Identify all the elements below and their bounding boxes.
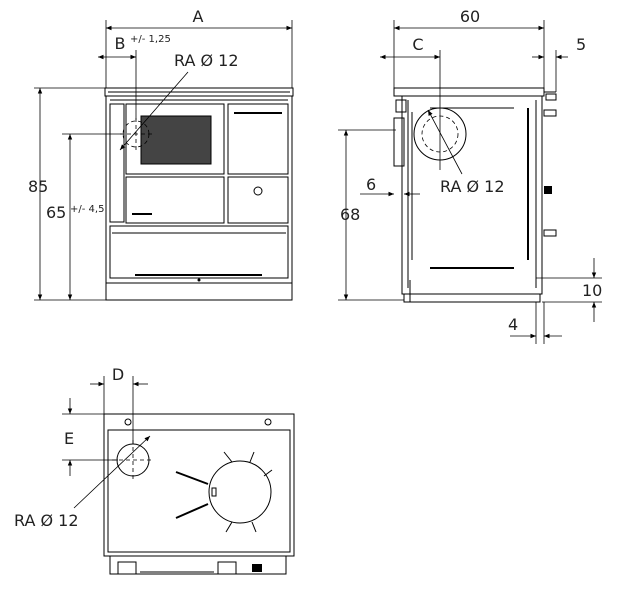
top-hotplate [208,460,272,524]
dim-d-label: D [112,365,124,384]
side-rail-top [545,93,557,101]
front-vent-label: RA Ø 12 [174,51,239,70]
dim-a-label: A [193,7,204,26]
front-door-window [140,115,212,165]
dim-c-label: C [412,35,423,54]
dim-e-label: E [64,429,74,448]
side-depth-label: 60 [460,7,480,26]
dim-b-label: B [115,34,126,53]
side-flue-pipe [393,117,405,167]
front-height-tolerance: +/- 4,5 [70,204,104,215]
front-oven-door [227,103,289,175]
side-offset-side: 6 [366,175,376,194]
side-view: 60 C 5 RA Ø 12 6 68 10 4 [338,7,602,344]
side-plinth [403,293,541,303]
front-side-panel [109,103,125,223]
front-knob [253,186,263,196]
front-storage-drawer [109,225,289,279]
side-vent-label: RA Ø 12 [440,177,505,196]
front-height-connection: 65 [46,203,66,222]
top-base [109,555,287,575]
dim-b-tolerance: +/- 1,25 [130,34,171,45]
front-ash-drawer [125,176,225,224]
front-firebox-door [125,103,225,175]
side-height-connection: 68 [340,205,360,224]
front-body [105,95,293,301]
front-view: A B +/- 1,25 RA Ø 12 85 65 +/- 4,5 [28,7,294,301]
side-cooktop-plate [393,87,545,97]
top-vent-label: RA Ø 12 [14,511,79,530]
side-offset-top: 5 [576,35,586,54]
side-foot-height: 10 [582,281,602,300]
front-lower-door [227,176,289,224]
side-foot-offset: 4 [508,315,518,334]
front-height-total: 85 [28,177,48,196]
top-cooktop [103,413,295,557]
top-view: D E RA Ø 12 [14,365,295,575]
